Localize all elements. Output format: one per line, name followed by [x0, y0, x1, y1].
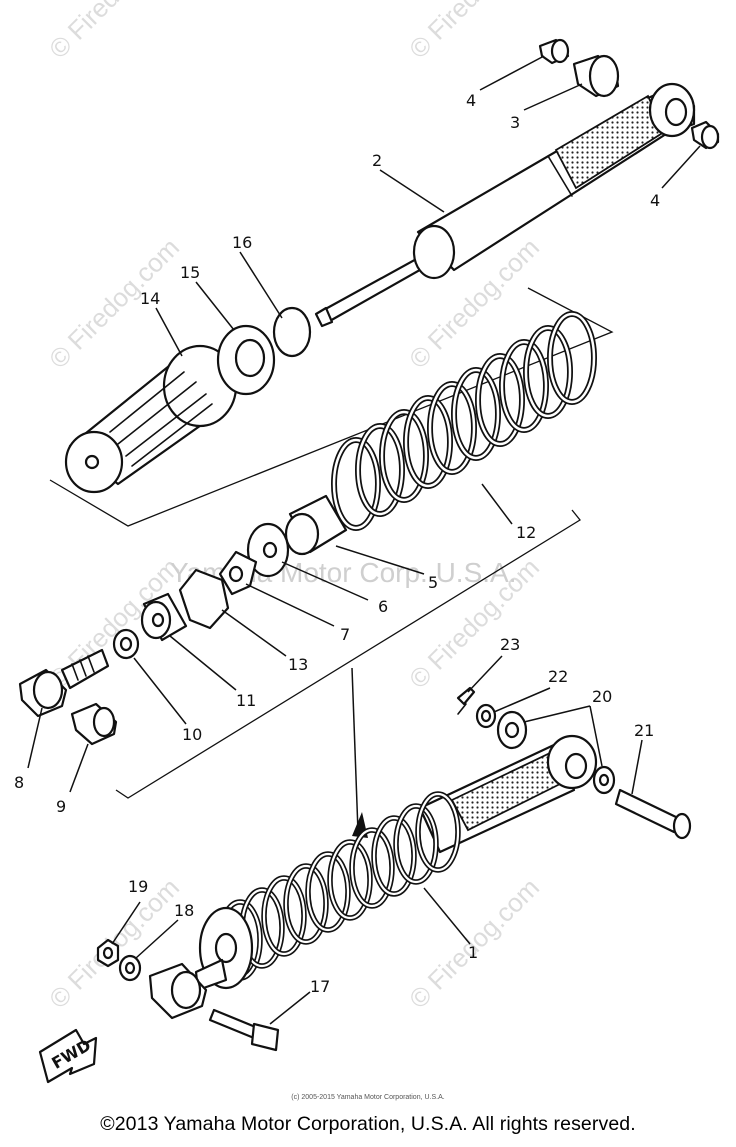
part-17-bolt [208, 1008, 280, 1052]
callout-17: 17 [310, 977, 330, 996]
callout-5: 5 [428, 573, 438, 592]
callout-numbers: 1 2 3 4 4 5 6 7 8 9 10 11 12 13 14 15 16… [14, 91, 660, 996]
callout-9: 9 [56, 797, 66, 816]
callout-7: 7 [340, 625, 350, 644]
part-8-eye [18, 668, 68, 718]
assembly-arrow-line [351, 667, 359, 833]
part-18-washer [118, 954, 142, 982]
part-13-adjuster-plate [178, 568, 230, 630]
part-4-bushing-right [690, 120, 720, 150]
part-21-bolt [614, 788, 692, 840]
callout-10: 10 [182, 725, 202, 744]
part-20-washers [496, 710, 616, 795]
callout-19: 19 [128, 877, 148, 896]
callout-13: 13 [288, 655, 308, 674]
callout-2: 2 [372, 151, 382, 170]
callout-20: 20 [592, 687, 612, 706]
part-19-nut [96, 938, 120, 968]
part-1-shock-assembly [148, 734, 598, 1020]
part-16-clip [272, 306, 312, 358]
callout-8: 8 [14, 773, 24, 792]
part-2-damper [314, 82, 696, 328]
threaded-rod-end [60, 648, 110, 690]
callout-12: 12 [516, 523, 536, 542]
part-15-washer [216, 324, 276, 396]
small-copyright-notice: (c) 2005-2015 Yamaha Motor Corporation, … [291, 1094, 445, 1101]
watermark-text: © Firedog.com [43, 0, 185, 64]
part-4-bushing-top [538, 38, 570, 65]
callout-11: 11 [236, 691, 256, 710]
leader-lines [27, 55, 701, 1025]
watermark-text: © Firedog.com [43, 232, 185, 374]
watermark-text: © Firedog.com [403, 0, 545, 64]
part-10-nut [112, 628, 140, 660]
lower-group-bracket [115, 509, 581, 799]
callout-3: 3 [510, 113, 520, 132]
callout-18: 18 [174, 901, 194, 920]
part-22-washer [475, 703, 497, 729]
part-5-bump-stop [284, 494, 348, 556]
watermarks: © Firedog.com © Firedog.com © Firedog.co… [43, 0, 545, 1014]
callout-21: 21 [634, 721, 654, 740]
part-7-plate [218, 550, 258, 596]
fwd-arrow-icon: FWD [38, 1028, 98, 1084]
part-12-spring [334, 314, 594, 528]
part-11-adjuster [140, 592, 188, 642]
part-14-spring-seat-sleeve [64, 344, 238, 494]
copyright-footer: ©2013 Yamaha Motor Corporation, U.S.A. A… [100, 1113, 636, 1135]
callout-4-top: 4 [466, 91, 476, 110]
part-9-bushing [70, 702, 118, 746]
callout-1: 1 [468, 943, 478, 962]
callout-4-right: 4 [650, 191, 660, 210]
callout-23: 23 [500, 635, 520, 654]
callout-14: 14 [140, 289, 160, 308]
part-6-washer [246, 522, 290, 578]
callout-6: 6 [378, 597, 388, 616]
part-23-cotter-pin [456, 686, 476, 715]
callout-15: 15 [180, 263, 200, 282]
part-3-bushing [572, 54, 620, 98]
callout-22: 22 [548, 667, 568, 686]
callout-16: 16 [232, 233, 252, 252]
